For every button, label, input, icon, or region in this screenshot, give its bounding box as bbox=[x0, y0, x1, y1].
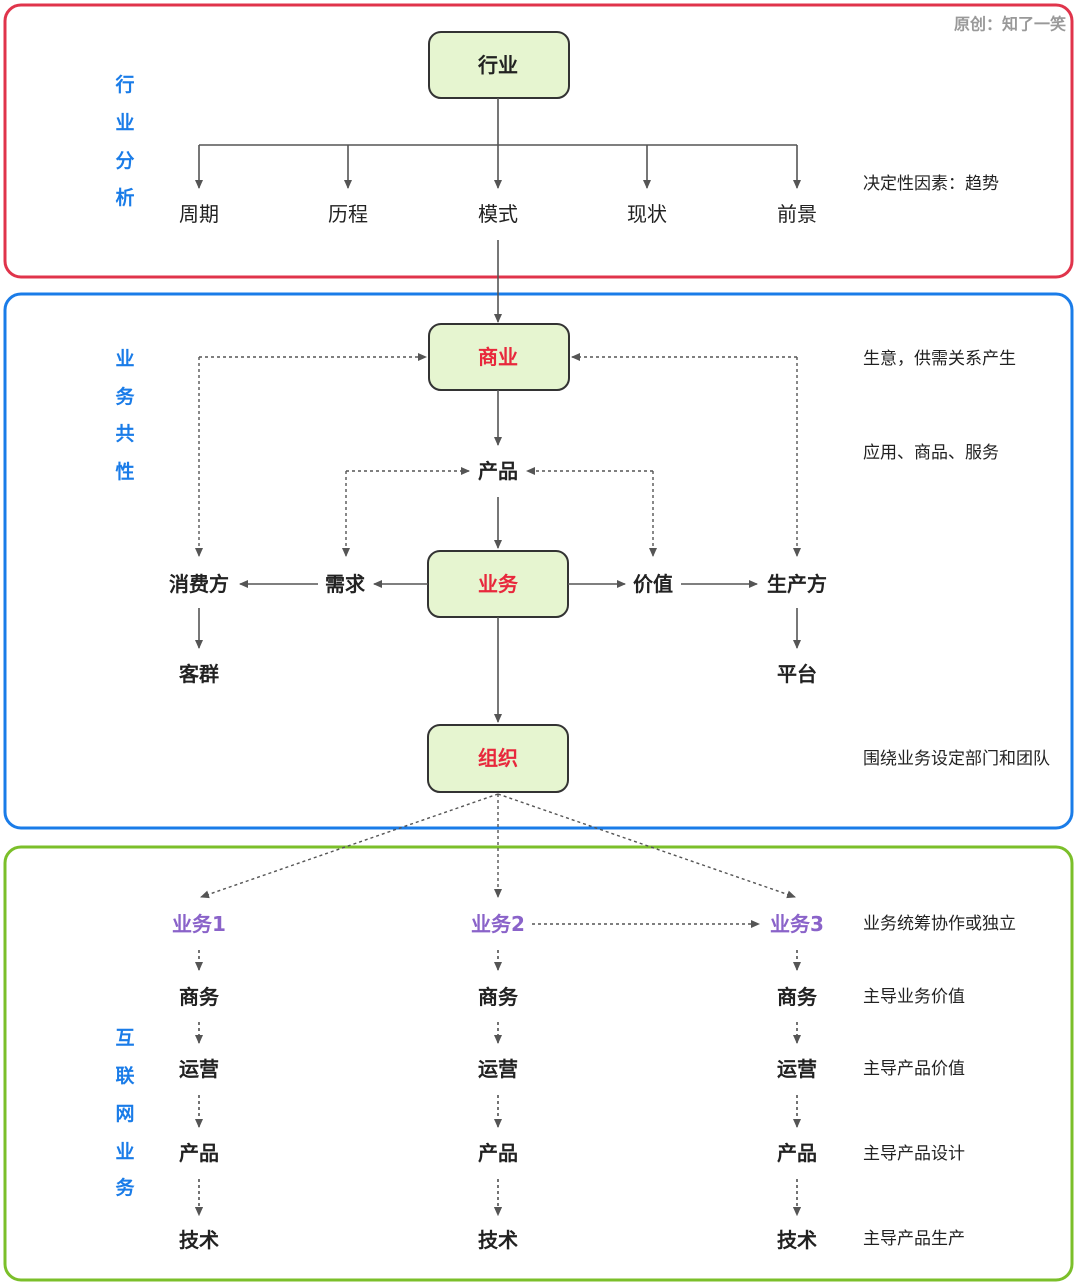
row-product: 产品 bbox=[478, 1141, 518, 1165]
internet-note: 主导产品价值 bbox=[863, 1059, 965, 1079]
commerce-node: 商业 bbox=[428, 323, 570, 391]
side-char: 务 bbox=[115, 385, 135, 408]
platform-label: 平台 bbox=[777, 662, 817, 686]
watermark: 原创：知了一笑 bbox=[954, 15, 1066, 34]
org-node: 组织 bbox=[427, 724, 569, 793]
internet-note: 主导产品设计 bbox=[863, 1144, 965, 1164]
row-product: 产品 bbox=[179, 1141, 219, 1165]
industry-child-prospect: 前景 bbox=[777, 202, 817, 226]
row-commerce: 商务 bbox=[478, 985, 519, 1009]
side-char: 分 bbox=[115, 150, 134, 172]
commerce-label: 商业 bbox=[478, 345, 518, 369]
row-technology: 技术 bbox=[478, 1228, 518, 1252]
side-char: 业 bbox=[115, 112, 134, 134]
product-label: 产品 bbox=[478, 459, 518, 483]
internet-note: 主导产品生产 bbox=[863, 1229, 965, 1249]
row-operations: 运营 bbox=[179, 1057, 219, 1081]
internet-note: 主导业务价值 bbox=[863, 987, 965, 1007]
side-char: 业 bbox=[115, 348, 134, 370]
producer-label: 生产方 bbox=[767, 572, 827, 596]
business-note: 应用、商品、服务 bbox=[863, 443, 999, 463]
customers-label: 客群 bbox=[178, 662, 219, 686]
row-commerce: 商务 bbox=[777, 985, 818, 1009]
row-commerce: 商务 bbox=[179, 985, 220, 1009]
industry-node-label: 行业 bbox=[477, 53, 518, 77]
business-label: 业务 bbox=[478, 572, 519, 596]
consumer-label: 消费方 bbox=[169, 572, 229, 596]
business-1-label: 业务1 bbox=[172, 912, 226, 936]
business-node: 业务 bbox=[427, 550, 569, 618]
industry-child-model: 模式 bbox=[478, 202, 518, 226]
business-2-label: 业务2 bbox=[471, 912, 525, 936]
org-label: 组织 bbox=[478, 746, 518, 770]
side-char: 网 bbox=[115, 1103, 134, 1125]
business-note: 围绕业务设定部门和团队 bbox=[863, 749, 1050, 769]
column-2: 商务 运营 产品 技术 bbox=[478, 985, 519, 1252]
row-product: 产品 bbox=[777, 1141, 817, 1165]
side-char: 性 bbox=[115, 460, 134, 483]
industry-child-cycle: 周期 bbox=[179, 202, 219, 226]
row-technology: 技术 bbox=[179, 1228, 219, 1252]
industry-side-label: 行 业 分 析 bbox=[114, 73, 134, 209]
industry-note: 决定性因素：趋势 bbox=[863, 174, 999, 194]
internet-side-label: 互 联 网 业 务 bbox=[115, 1027, 135, 1199]
row-operations: 运营 bbox=[777, 1057, 817, 1081]
demand-label: 需求 bbox=[325, 572, 366, 596]
internet-note: 业务统筹协作或独立 bbox=[863, 914, 1016, 934]
business-note: 生意，供需关系产生 bbox=[863, 349, 1016, 369]
internet-business-section bbox=[3, 845, 1074, 1282]
side-char: 共 bbox=[115, 423, 134, 445]
business-3-label: 业务3 bbox=[770, 912, 824, 936]
side-char: 联 bbox=[115, 1065, 134, 1087]
business-commonality-section bbox=[3, 292, 1074, 830]
row-technology: 技术 bbox=[777, 1228, 817, 1252]
side-char: 互 bbox=[115, 1027, 134, 1049]
business-side-label: 业 务 共 性 bbox=[115, 348, 135, 483]
industry-child-history: 历程 bbox=[328, 202, 368, 226]
industry-node: 行业 bbox=[428, 31, 570, 99]
internet-connectors bbox=[199, 793, 797, 1215]
column-3: 商务 运营 产品 技术 bbox=[777, 985, 818, 1252]
business-connectors bbox=[195, 353, 801, 723]
industry-connectors bbox=[195, 98, 801, 323]
row-operations: 运营 bbox=[478, 1057, 518, 1081]
side-char: 行 bbox=[114, 73, 134, 96]
column-1: 商务 运营 产品 技术 bbox=[179, 985, 220, 1252]
side-char: 析 bbox=[115, 186, 134, 209]
value-label: 价值 bbox=[633, 572, 673, 596]
industry-child-status: 现状 bbox=[627, 202, 667, 226]
side-char: 业 bbox=[115, 1141, 134, 1163]
side-char: 务 bbox=[115, 1176, 135, 1199]
industry-analysis-section bbox=[3, 3, 1074, 279]
